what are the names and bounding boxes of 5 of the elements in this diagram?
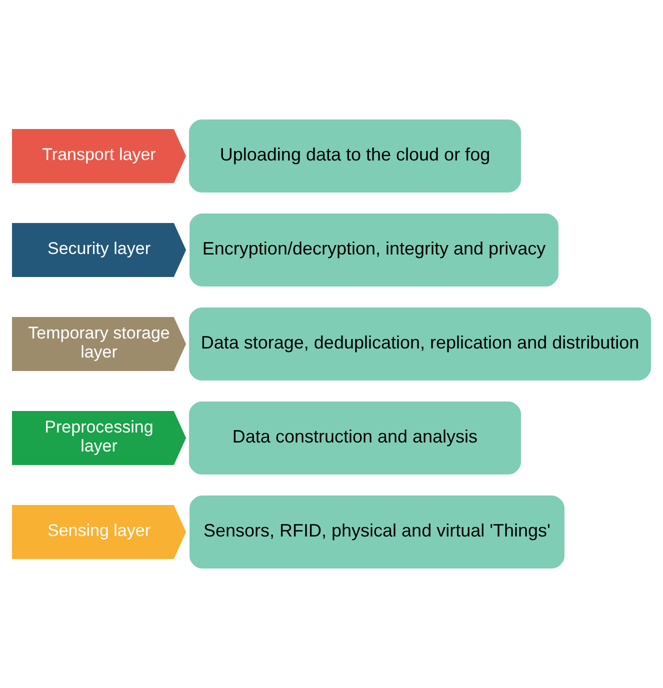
node-box: Encryption/decryption, integrity and privacy bbox=[190, 214, 558, 286]
node-box: Data storage, deduplication, replication and distribution bbox=[189, 308, 651, 380]
node-box: Data construction and analysis bbox=[189, 402, 521, 474]
node-box: Uploading data to the cloud or fog bbox=[189, 120, 521, 192]
node-box: Sensors, RFID, physical and virtual 'Things' bbox=[190, 496, 564, 568]
